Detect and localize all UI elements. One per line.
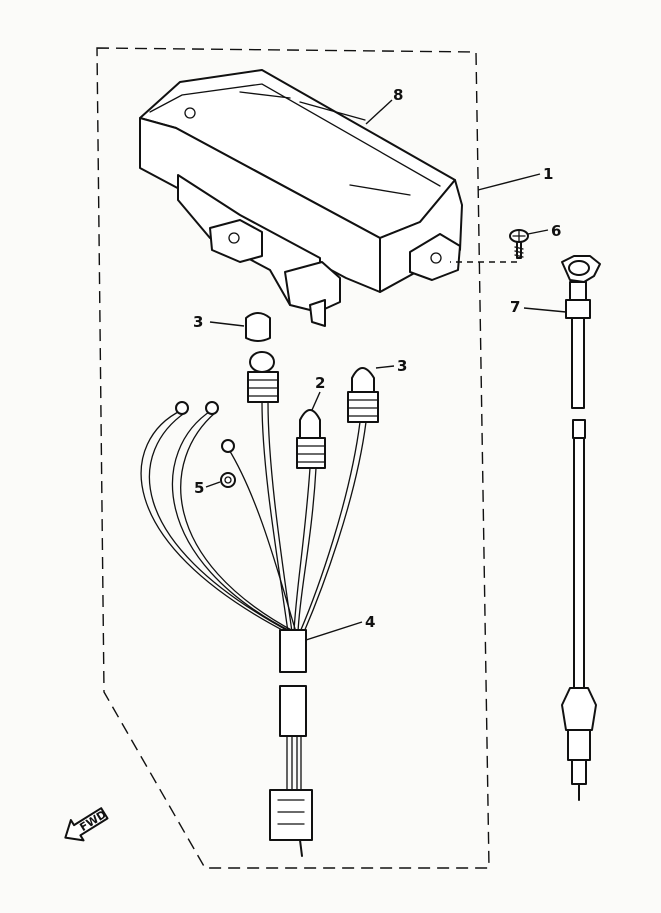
callout-7: 7: [510, 298, 567, 316]
speedometer-cable: [561, 255, 601, 801]
callout-label-1: 1: [543, 165, 553, 183]
callout-label-3b: 3: [397, 357, 407, 375]
screw-part: [509, 229, 529, 259]
callout-8: 8: [365, 86, 403, 125]
wire-harness: [140, 401, 367, 857]
assembly-boundary: [96, 47, 490, 869]
callout-1: 1: [477, 165, 553, 191]
callout-label-3a: 3: [193, 313, 203, 331]
bulb-socket-right: [347, 367, 379, 423]
fwd-arrow-icon: FWD: [64, 807, 109, 842]
callout-label-5: 5: [194, 479, 204, 497]
callout-label-6: 6: [551, 222, 561, 240]
callout-2: 2: [311, 374, 325, 411]
callout-label-8: 8: [393, 86, 403, 104]
callout-3b: 3: [375, 357, 407, 375]
meter-case-assembly: [139, 69, 463, 327]
callout-3a: 3: [193, 313, 245, 331]
bulb-socket-center: [296, 409, 326, 469]
callout-label-7: 7: [510, 298, 520, 316]
callout-4: 4: [305, 613, 375, 641]
fwd-label: FWD: [77, 808, 108, 834]
bulb-part-3-loose: [245, 312, 271, 342]
bulb-socket-left: [247, 351, 279, 403]
nut-part: [220, 472, 236, 488]
callout-label-4: 4: [365, 613, 375, 631]
callout-label-2: 2: [315, 374, 325, 392]
callout-6: 6: [527, 222, 561, 240]
callout-5: 5: [194, 479, 221, 497]
